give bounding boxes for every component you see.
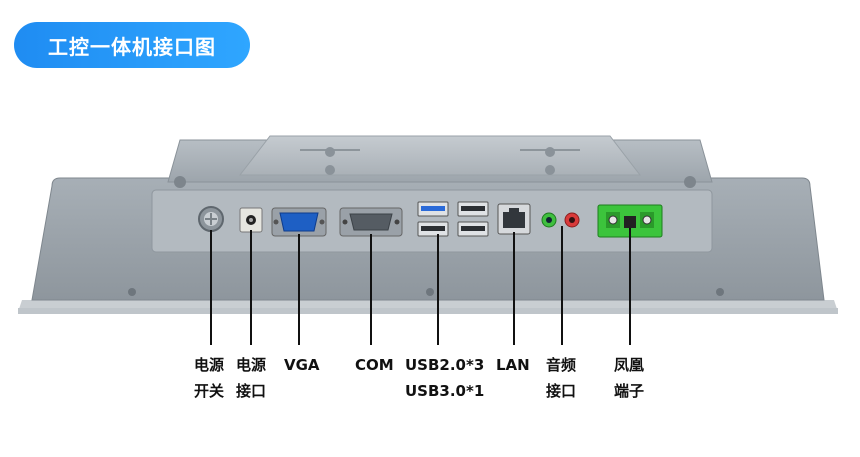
io-plate [151, 189, 713, 253]
mount-screw [174, 176, 186, 188]
power-switch-port [198, 206, 224, 232]
lan-port [497, 203, 531, 235]
panel-screw [128, 288, 136, 296]
audio-jacks [541, 212, 580, 228]
vesa-hole [325, 147, 335, 157]
vga-port [271, 207, 327, 237]
phoenix-terminal-port [597, 204, 663, 238]
vesa-hole [545, 165, 555, 175]
label-audio: 音频接口 [546, 356, 577, 400]
label-power-switch: 电源开关 [194, 356, 225, 400]
vesa-hole [325, 165, 335, 175]
panel-screw [426, 288, 434, 296]
power-jack-port [239, 207, 263, 233]
label-vga: VGA [284, 356, 320, 374]
page-title: 工控一体机接口图 [14, 22, 250, 68]
vesa-hole [545, 147, 555, 157]
leader-lines [210, 226, 631, 345]
label-power-jack: 电源接口 [236, 356, 267, 400]
label-com: COM [355, 356, 394, 374]
rear-housing [167, 135, 713, 188]
mount-screw [684, 176, 696, 188]
panel-screw [716, 288, 724, 296]
front-bezel [18, 300, 838, 314]
label-lan: LAN [496, 356, 530, 374]
usb-ports [417, 201, 489, 237]
label-phoenix-terminal: 凤凰端子 [614, 356, 645, 400]
com-port [339, 207, 403, 237]
